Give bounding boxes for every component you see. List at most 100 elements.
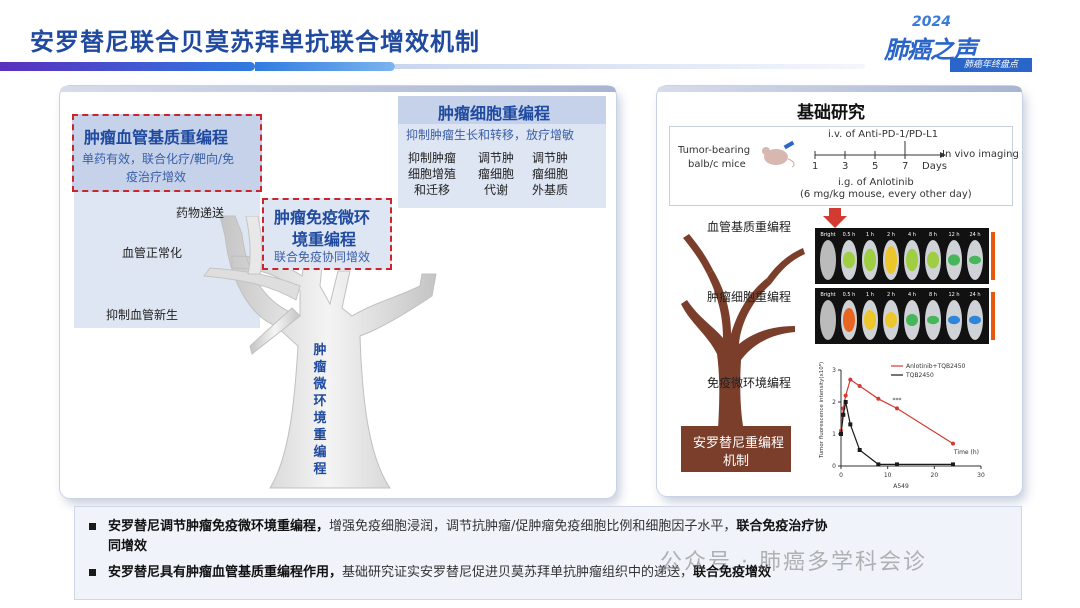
significance-label: *** — [893, 397, 902, 404]
in-vivo-label: In vivo imaging — [942, 149, 1019, 160]
cell-item-line: 瘤细胞 — [478, 167, 515, 181]
fluorescence-signal — [843, 251, 855, 269]
series-line — [840, 401, 953, 466]
series-point — [857, 448, 862, 452]
header-stripe-blue — [255, 62, 395, 71]
series-point — [848, 422, 853, 427]
series-point — [857, 384, 862, 388]
day-3: 3 — [842, 161, 849, 172]
imaging-timepoint-label: 8 h — [929, 292, 937, 298]
cell-item-line: 代谢 — [484, 183, 509, 197]
day-1: 1 — [812, 161, 819, 172]
color-scale-bar — [991, 292, 995, 340]
timeline-bottom-label-line2: (6 mg/kg mouse, every other day) — [800, 189, 972, 200]
tree-illustration — [219, 215, 437, 489]
root-label-line1: 安罗替尼重编程 — [693, 436, 785, 451]
panel-topbar — [657, 86, 1022, 92]
mouse-icon — [762, 141, 795, 168]
immune-title-line2: 境重编程 — [292, 230, 357, 249]
vascular-reprogramming-box: 肿瘤血管基质重编程 单药有效，联合化疗/靶向/免 疫治疗增效 — [72, 114, 262, 192]
bullet1-line2: 同增效 — [108, 539, 148, 554]
bullet-square-icon — [89, 569, 96, 576]
trunk-char: 环 — [313, 394, 327, 409]
tree-branch-left — [203, 216, 301, 301]
y-tick-label: 2 — [832, 399, 836, 406]
mechanism-panel: 肿 瘤 微 环 境 重 编 程 肿瘤血管基质重编程 单药有效，联合化疗/靶向/免… — [60, 86, 616, 498]
trunk-label: 肿 瘤 微 环 境 重 编 程 — [310, 342, 330, 478]
summary-bullet-1: 安罗替尼调节肿瘤免疫微环境重编程，增强免疫细胞浸润，调节抗肿瘤/促肿瘤免疫细胞比… — [89, 517, 1009, 557]
fluorescence-signal — [885, 312, 897, 328]
imaging-timepoint-label: 1 h — [866, 292, 874, 298]
bullet2-bold2: 联合免疫增效 — [693, 565, 772, 580]
days-label: Days — [922, 161, 947, 172]
x-tick-label: 30 — [977, 472, 985, 479]
cell-line-label: A549 — [893, 483, 909, 490]
y-tick-label: 0 — [832, 463, 836, 470]
series-point — [951, 441, 955, 446]
imaging-timepoint-label: 0.5 h — [843, 232, 856, 238]
summary-bullet-2: 安罗替尼具有肿瘤血管基质重编程作用，基础研究证实安罗替尼促进贝莫苏拜单抗肿瘤组织… — [89, 563, 1009, 583]
timeline-bottom-label-line1: i.g. of Anlotinib — [838, 177, 914, 188]
fluorescence-signal — [864, 310, 876, 330]
research-title: 基础研究 — [797, 103, 865, 123]
x-axis-label: Time (h) — [953, 449, 979, 456]
trunk-char: 编 — [313, 445, 327, 460]
watermark: 公众号 · 肺癌多学科会诊 — [660, 550, 927, 575]
series-point — [876, 396, 881, 401]
y-axis-label: Tumor fluorescence intensity(x10⁸) — [818, 362, 825, 459]
imaging-timepoint-label: 0.5 h — [843, 292, 856, 298]
imaging-row — [815, 288, 989, 344]
cell-item-line: 调节肿 — [532, 151, 569, 165]
color-scale-bar — [991, 232, 995, 280]
down-arrow-icon — [823, 208, 847, 228]
cell-item-line: 调节肿 — [478, 151, 515, 165]
imaging-timepoint-label: 12 h — [948, 292, 959, 298]
imaging-timepoint-label: 1 h — [866, 232, 874, 238]
immune-title-line1: 肿瘤免疫微环 — [274, 208, 371, 227]
cell-item-line: 抑制肿瘤 — [408, 151, 457, 165]
y-tick-label: 1 — [832, 431, 836, 438]
imaging-timepoint-label: 2 h — [887, 232, 895, 238]
fluorescence-signal — [885, 246, 897, 274]
fluorescence-signal — [969, 255, 981, 265]
mouse-image — [820, 300, 836, 340]
fluorescence-signal — [948, 315, 960, 325]
cell-item-line: 瘤细胞 — [532, 167, 569, 181]
imaging-timepoint-label: Bright — [820, 232, 835, 238]
immune-desc: 联合免疫协同增效 — [274, 250, 371, 264]
series-point — [895, 462, 899, 467]
immune-reprogramming-box: 肿瘤免疫微环 境重编程 联合免疫协同增效 — [262, 198, 392, 270]
fluorescence-signal — [864, 248, 876, 272]
bullet1-bold: 安罗替尼调节肿瘤免疫微环境重编程， — [108, 519, 330, 534]
vascular-desc-line2: 疫治疗增效 — [126, 170, 187, 184]
day-7: 7 — [902, 161, 909, 172]
x-tick-label: 20 — [931, 472, 939, 479]
vascular-item-drug-delivery: 药物递送 — [176, 206, 225, 220]
imaging-row — [815, 228, 989, 284]
trunk-char: 肿 — [313, 343, 327, 358]
bullet-square-icon — [89, 523, 96, 530]
series-point — [951, 462, 955, 467]
series-point — [848, 377, 853, 382]
root-label-line2: 机制 — [723, 454, 750, 469]
trunk-char: 程 — [313, 462, 327, 477]
mouse-image — [820, 240, 836, 280]
imaging-timepoint-label: 8 h — [929, 232, 937, 238]
panel-topbar — [60, 86, 616, 92]
legend-label: TQB2450 — [905, 372, 934, 379]
series-point — [843, 393, 848, 398]
mechanism-cell: 肿瘤细胞重编程 — [707, 290, 792, 304]
bullet1-text: 增强免疫细胞浸润，调节抗肿瘤/促肿瘤免疫细胞比例和细胞因子水平， — [329, 519, 737, 534]
cell-title: 肿瘤细胞重编程 — [438, 104, 551, 123]
header-stripe-purple — [0, 62, 255, 71]
fluorescence-signal — [948, 254, 960, 266]
vascular-item-normalization: 血管正常化 — [122, 246, 183, 260]
header: 安罗替尼联合贝莫苏拜单抗联合增效机制 2024 肺癌之声 肺癌年终盘点 — [0, 0, 1080, 78]
mechanism-root-box: 安罗替尼重编程 机制 — [681, 426, 791, 472]
bullet1-bold2: 联合免疫治疗协 — [736, 519, 828, 534]
vascular-desc-line1: 单药有效，联合化疗/靶向/免 — [82, 152, 235, 166]
legend-label: Anlotinib+TQB2450 — [906, 363, 966, 370]
logo-sub: 肺癌年终盘点 — [950, 58, 1032, 72]
